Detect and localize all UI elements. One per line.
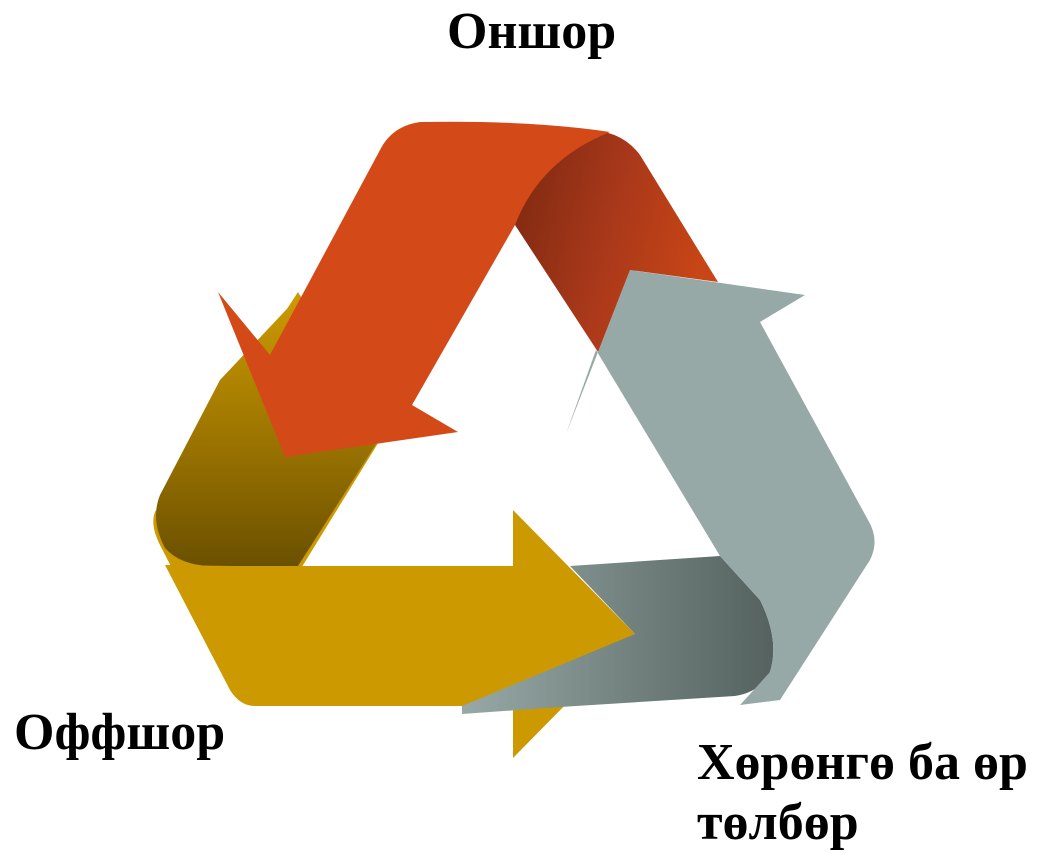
orange-band-fold [515, 129, 718, 352]
orange-arrow-onshore [218, 121, 718, 457]
label-offshore: Оффшор [14, 704, 226, 761]
gray-band-fold [462, 556, 774, 714]
gray-band-body [566, 270, 875, 705]
label-onshore: Оншор [447, 3, 617, 60]
orange-arrow-head [218, 121, 610, 457]
gray-arrow-assets-payments [462, 270, 875, 714]
label-assets-and-payments: Хөрөнгө ба өр төлбөр [697, 734, 1028, 851]
